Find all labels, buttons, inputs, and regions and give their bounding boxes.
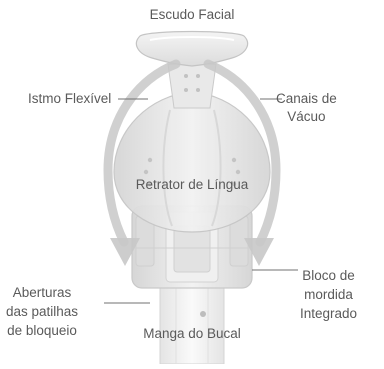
label-bite-block-line: Integrado [300,306,358,321]
tongue-retractor [113,91,271,233]
label-vacuum-channels-line: Canais de [276,91,337,106]
flow-arrow-left [103,59,181,266]
label-lock-tab-openings-line: das patilhas [6,304,79,319]
label-flexible-isthmus: Istmo Flexível [28,91,112,106]
label-lock-tab-openings-line: de bloqueio [7,323,77,338]
label-bite-block: Bloco de mordida Integrado [300,266,357,323]
face-shield [135,30,249,67]
label-face-shield: Escudo Facial [149,7,235,22]
label-vacuum-channels: Canais de Vácuo [276,90,337,126]
flow-arrow-right [203,59,281,266]
label-bite-block-line: Bloco de [302,268,355,283]
label-bite-block-line: mordida [304,287,353,302]
label-bite-sleeve: Manga do Bucal [143,326,241,341]
label-vacuum-channels-line: Vácuo [287,109,326,124]
label-lock-tab-openings-line: Aberturas [12,285,72,300]
label-lock-tab-openings: Aberturas das patilhas de bloqueio [6,283,78,340]
label-tongue-retractor: Retrator de Língua [135,177,249,192]
bite-sleeve [159,281,225,365]
flexible-isthmus [167,63,217,109]
